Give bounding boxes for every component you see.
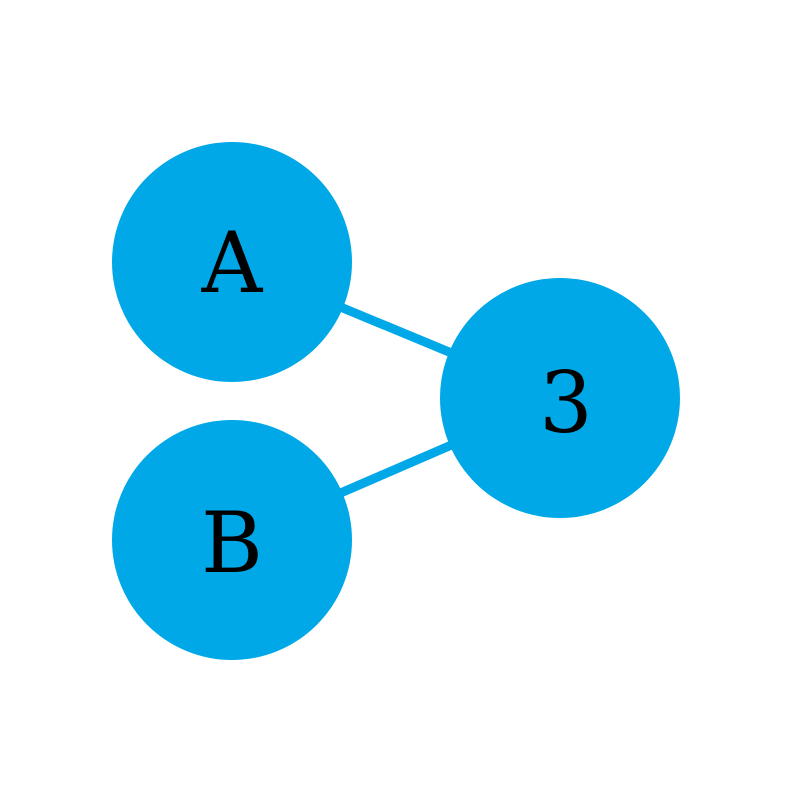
node-3-circle xyxy=(440,278,680,518)
node-b-circle xyxy=(112,420,352,660)
node-b-label: B xyxy=(201,494,263,592)
node-b: B xyxy=(112,420,352,660)
node-3-label: 3 xyxy=(539,354,592,452)
node-a-circle xyxy=(112,142,352,382)
node-3: 3 xyxy=(440,278,680,518)
node-a-label: A xyxy=(201,214,264,312)
node-a: A xyxy=(112,142,352,382)
